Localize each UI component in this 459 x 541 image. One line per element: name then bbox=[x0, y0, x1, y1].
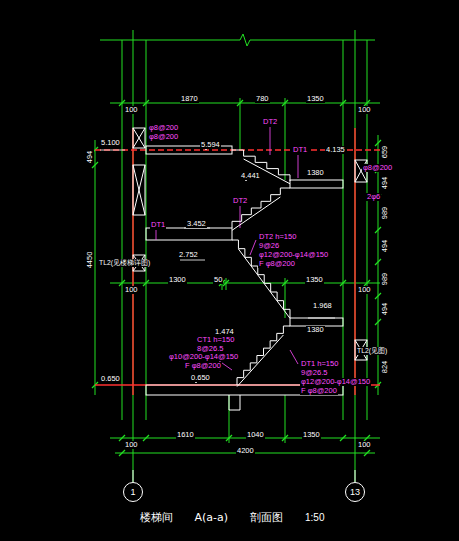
dimension-text: 659 bbox=[381, 145, 389, 160]
dimension-text: 824 bbox=[381, 360, 389, 375]
dimension-text: 1.474 bbox=[214, 328, 235, 336]
stair-steps bbox=[237, 326, 290, 385]
dimension-text: 4450 bbox=[86, 251, 94, 270]
dimension-text: 100 bbox=[124, 441, 139, 449]
drawing-title: 楼梯间 A(a-a) 剖面图 bbox=[140, 510, 283, 525]
dimension-text: 494 bbox=[86, 150, 94, 165]
rebar-note: 2φ6 bbox=[366, 193, 381, 201]
dimension-text: 1350 bbox=[306, 95, 325, 103]
rebar-note: DT1 bbox=[292, 146, 308, 154]
rebar-note: φ10@200-φ14@150 bbox=[168, 353, 239, 361]
dimension-text: 100 bbox=[124, 286, 139, 294]
dimension-text: 780 bbox=[255, 95, 270, 103]
dimension-text: 1300 bbox=[168, 276, 187, 284]
dimension-text: 5.594 bbox=[200, 141, 221, 149]
axis-bubble: 1 bbox=[123, 482, 143, 502]
dimension-text: 989 bbox=[381, 272, 389, 287]
dimension-text: 0.650 bbox=[190, 374, 211, 382]
dimension-text: 100 bbox=[357, 441, 372, 449]
axis-bubble: 13 bbox=[345, 482, 365, 502]
dimension-text: TL2(见图) bbox=[356, 347, 388, 355]
rebar-note: F φ8@200 bbox=[300, 387, 338, 395]
dimension-text: 494 bbox=[381, 302, 389, 317]
dimension-text: TL2(见楼梯详图) bbox=[98, 259, 151, 267]
rebar-note: 9@26.5 bbox=[300, 369, 328, 377]
dimension-text: 4.135 bbox=[325, 146, 346, 154]
rebar-note: F φ8@200 bbox=[258, 260, 296, 268]
dimension-text: 989 bbox=[381, 206, 389, 221]
rebar-note: F φ8@200 bbox=[184, 362, 222, 370]
dimension-text: 1610 bbox=[176, 431, 195, 439]
stair-slab bbox=[237, 335, 283, 387]
dimension-text: 1350 bbox=[305, 276, 324, 284]
rebar-note: DT2 h=150 bbox=[258, 233, 297, 241]
dimension-text: 1350 bbox=[302, 431, 321, 439]
rebar-note: 8@26.5 bbox=[196, 345, 224, 353]
dimension-text: 1380 bbox=[306, 326, 325, 334]
dimension-text: 1040 bbox=[246, 431, 265, 439]
rebar-note: φ12@200-φ14@150 bbox=[300, 378, 371, 386]
dimension-text: 0.650 bbox=[100, 375, 121, 383]
dimension-text: 100 bbox=[124, 106, 139, 114]
stair-slab bbox=[232, 197, 280, 230]
rebar-note: φ8@200 bbox=[148, 133, 179, 141]
rebar-note: DT2 bbox=[232, 197, 248, 205]
stair-steps bbox=[232, 188, 290, 228]
dimension-text: 4.441 bbox=[240, 172, 261, 180]
rebar-note: DT1 bbox=[150, 221, 166, 229]
stair-steps bbox=[232, 150, 290, 181]
rebar-note: φ8@200 bbox=[148, 124, 179, 132]
dimension-text: 1:50 bbox=[304, 512, 325, 523]
dimension-text: 1.968 bbox=[312, 302, 333, 310]
rebar-note: DT2 bbox=[262, 118, 278, 126]
rebar-note: DT1 h=150 bbox=[300, 360, 339, 368]
rebar-note: 9@26 bbox=[258, 242, 280, 250]
dimension-text: 4200 bbox=[236, 447, 255, 455]
dimension-text: 3.452 bbox=[186, 220, 207, 228]
dimension-text: 1870 bbox=[180, 95, 199, 103]
rebar-note: φ12@200-φ14@150 bbox=[258, 251, 329, 259]
dimension-text: 50 bbox=[213, 276, 223, 284]
dimension-text: 5.100 bbox=[100, 139, 121, 147]
axis-number: 1 bbox=[130, 487, 135, 497]
rebar-note: CT1 h=150 bbox=[196, 336, 235, 344]
dimension-text: 494 bbox=[381, 239, 389, 254]
dimension-text: 100 bbox=[357, 106, 372, 114]
dimension-text: 1380 bbox=[306, 169, 325, 177]
rebar-note: φ8@200 bbox=[362, 164, 393, 172]
dimension-text: 2.752 bbox=[178, 251, 199, 259]
axis-number: 13 bbox=[350, 487, 360, 497]
dimension-text: 494 bbox=[381, 176, 389, 191]
dimension-text: 100 bbox=[357, 286, 372, 294]
